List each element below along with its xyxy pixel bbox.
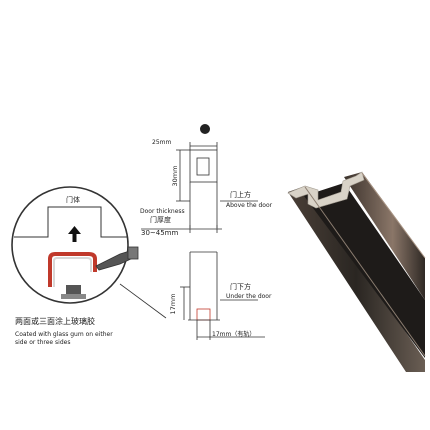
bottom-height-label: 17mm <box>169 293 177 315</box>
door-thickness-cn: 门厚度 <box>150 216 171 224</box>
glue-gun-icon <box>95 246 139 271</box>
door-thickness-en: Door thickness <box>140 208 185 215</box>
top-width-label: 25mm <box>152 139 172 146</box>
above-door-cn: 门上方 <box>230 191 251 199</box>
caption-en-line2: side or three sides <box>15 339 71 346</box>
door-body-label: 门体 <box>66 196 80 204</box>
glue-channel <box>48 252 97 287</box>
bottom-width-label: 17mm（有轨） <box>212 331 256 338</box>
up-arrow-icon <box>68 226 81 242</box>
aluminum-profile-image <box>287 171 426 372</box>
door-thickness-range: 30~45mm <box>141 229 179 237</box>
elevation-drawing <box>141 124 265 340</box>
rail-block <box>66 285 81 295</box>
under-door-en: Under the door <box>226 293 272 300</box>
above-door-en: Above the door <box>226 202 273 209</box>
height-label: 30mm <box>171 165 179 187</box>
door-body-outline <box>14 206 128 238</box>
screw-icon <box>200 124 210 134</box>
under-door-cn: 门下方 <box>230 283 251 291</box>
caption-en-line1: Coated with glass gum on either <box>15 331 113 338</box>
caption-cn: 两面或三面涂上玻璃胶 <box>15 317 95 326</box>
detail-pointer <box>119 283 167 319</box>
detail-circle <box>11 186 139 304</box>
